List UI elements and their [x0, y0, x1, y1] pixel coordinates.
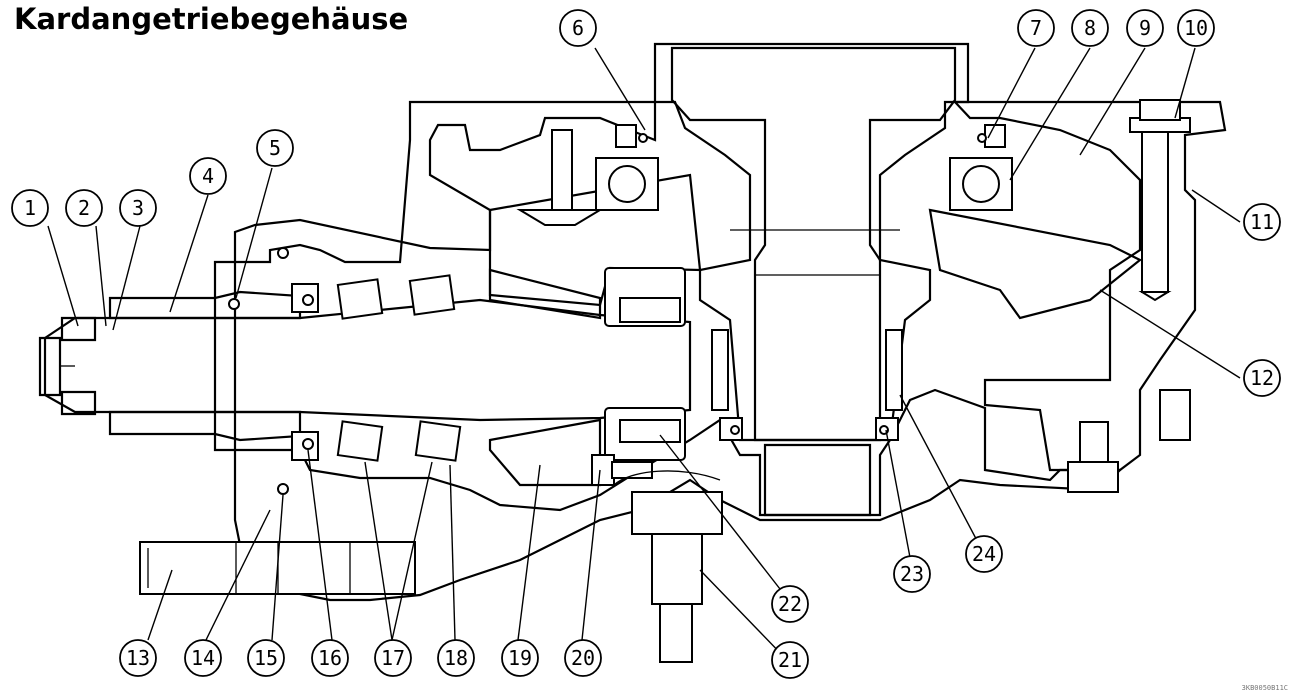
- callout-circle: [771, 641, 809, 679]
- callout-number: 4: [202, 164, 214, 188]
- tapered-roller-bearings: [336, 274, 462, 462]
- callout-6: 6: [559, 9, 597, 47]
- callout-2: 2: [65, 189, 103, 227]
- callout-21: 21: [771, 641, 809, 679]
- callout-number: 3: [132, 196, 144, 220]
- callout-number: 15: [254, 646, 278, 670]
- image-code: 3KB0050B11C: [1241, 684, 1288, 692]
- callout-circle: [11, 189, 49, 227]
- callout-circle: [437, 639, 475, 677]
- callout-circle: [374, 639, 412, 677]
- oil-seals: [228, 283, 319, 461]
- callout-number: 17: [381, 646, 405, 670]
- callout-circle: [65, 189, 103, 227]
- callout-number: 22: [778, 592, 802, 616]
- leader-lines: [47, 47, 1241, 661]
- callout-circle: [256, 129, 294, 167]
- callout-7: 7: [1017, 9, 1055, 47]
- callout-circle: [119, 639, 157, 677]
- bevel-gears: [604, 267, 686, 461]
- callout-circle: [1071, 9, 1109, 47]
- callout-circle: [1243, 203, 1281, 241]
- callout-15: 15: [247, 639, 285, 677]
- callout-17: 17: [374, 639, 412, 677]
- sensor-stud: [631, 491, 723, 663]
- callout-circle: [247, 639, 285, 677]
- callout-9: 9: [1126, 9, 1164, 47]
- callout-14: 14: [184, 639, 222, 677]
- callout-circle: [189, 157, 227, 195]
- callout-circle: [1177, 9, 1215, 47]
- ring-gear-right: [928, 208, 1143, 320]
- callout-circle: [771, 585, 809, 623]
- callout-number: 9: [1139, 16, 1151, 40]
- callout-number: 14: [191, 646, 215, 670]
- callout-number: 6: [572, 16, 584, 40]
- callout-number: 20: [571, 646, 595, 670]
- callout-16: 16: [311, 639, 349, 677]
- callout-8: 8: [1071, 9, 1109, 47]
- callout-circle: [501, 639, 539, 677]
- callout-number: 18: [444, 646, 468, 670]
- callout-number: 16: [318, 646, 342, 670]
- callout-circle: [893, 555, 931, 593]
- callout-number: 23: [900, 562, 924, 586]
- callout-circle: [311, 639, 349, 677]
- flange-bolt: [1129, 99, 1191, 302]
- housing: [213, 100, 1227, 602]
- callout-24: 24: [965, 535, 1003, 573]
- callout-number: 11: [1250, 210, 1274, 234]
- callout-18: 18: [437, 639, 475, 677]
- callout-23: 23: [893, 555, 931, 593]
- callout-circle: [184, 639, 222, 677]
- callout-circle: [119, 189, 157, 227]
- callout-circle: [1243, 359, 1281, 397]
- callout-13: 13: [119, 639, 157, 677]
- callout-circle: [1017, 9, 1055, 47]
- callout-number: 7: [1030, 16, 1042, 40]
- callout-number: 10: [1184, 16, 1208, 40]
- callout-10: 10: [1177, 9, 1215, 47]
- callout-number: 1: [24, 196, 36, 220]
- callout-number: 19: [508, 646, 532, 670]
- callout-circle: [1126, 9, 1164, 47]
- callout-circle: [559, 9, 597, 47]
- pinion-gear: [488, 268, 602, 487]
- callout-20: 20: [564, 639, 602, 677]
- callout-3: 3: [119, 189, 157, 227]
- callout-circle: [564, 639, 602, 677]
- callout-number: 12: [1250, 366, 1274, 390]
- ball-bearings: [595, 157, 1013, 211]
- callout-number: 24: [972, 542, 996, 566]
- callout-5: 5: [256, 129, 294, 167]
- diagram-title: Kardangetriebegehäuse: [14, 2, 409, 36]
- callout-12: 12: [1243, 359, 1281, 397]
- callout-19: 19: [501, 639, 539, 677]
- callout-number: 5: [269, 136, 281, 160]
- callout-22: 22: [771, 585, 809, 623]
- callout-number: 21: [778, 648, 802, 672]
- callout-circle: [965, 535, 1003, 573]
- callout-number: 8: [1084, 16, 1096, 40]
- callout-11: 11: [1243, 203, 1281, 241]
- drain-bolt: [1067, 389, 1191, 493]
- callout-4: 4: [189, 157, 227, 195]
- callout-number: 2: [78, 196, 90, 220]
- callout-1: 1: [11, 189, 49, 227]
- callout-number: 13: [126, 646, 150, 670]
